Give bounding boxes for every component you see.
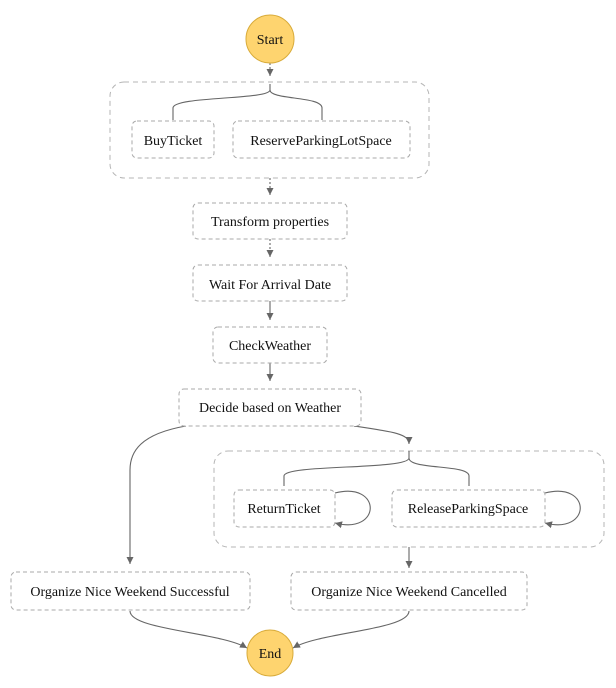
edge-fork-reserveparking [269, 89, 323, 120]
state-check-weather-label: CheckWeather [229, 339, 311, 354]
edge-decide-to-successful [126, 425, 187, 564]
edge-successful-to-end [129, 610, 248, 649]
state-return-ticket-box [233, 489, 336, 528]
end-label: End [259, 647, 282, 662]
state-weekend-successful[interactable]: Organize Nice Weekend Successful [10, 571, 251, 611]
state-decide-box [178, 388, 362, 427]
edge-fork-releaseparking [408, 457, 470, 486]
edges [126, 63, 581, 649]
state-transform-label: Transform properties [211, 215, 329, 230]
state-wait-box [192, 264, 348, 302]
state-weekend-cancelled[interactable]: Organize Nice Weekend Cancelled [290, 571, 528, 611]
state-return-ticket[interactable]: ReturnTicket [233, 489, 336, 528]
edge-fork-buyticket [172, 84, 271, 120]
state-decide-label: Decide based on Weather [199, 401, 341, 416]
state-buy-ticket-label: BuyTicket [144, 134, 203, 149]
state-check-weather[interactable]: CheckWeather [212, 326, 328, 364]
state-reserve-parking-box [232, 120, 411, 159]
state-successful-label: Organize Nice Weekend Successful [30, 585, 229, 600]
edge-releaseparking-retry-loop [544, 490, 581, 529]
state-reserve-parking[interactable]: ReserveParkingLotSpace [232, 120, 411, 159]
state-decide-weather[interactable]: Decide based on Weather [178, 388, 362, 427]
start-circle [245, 14, 295, 64]
state-cancelled-label: Organize Nice Weekend Cancelled [311, 585, 506, 600]
edge-fork-returnticket [283, 451, 410, 486]
start-node[interactable]: Start [245, 14, 295, 64]
edge-decide-to-group [353, 425, 413, 445]
state-transform-properties[interactable]: Transform properties [192, 202, 348, 240]
state-check-weather-box [212, 326, 328, 364]
state-buy-ticket-box [131, 120, 215, 159]
state-transform-box [192, 202, 348, 240]
state-cancelled-box [290, 571, 528, 611]
state-successful-box [10, 571, 251, 611]
state-wait-arrival[interactable]: Wait For Arrival Date [192, 264, 348, 302]
edge-returnticket-retry-loop [334, 490, 371, 529]
start-label: Start [257, 33, 284, 48]
state-buy-ticket[interactable]: BuyTicket [131, 120, 215, 159]
state-reserve-parking-label: ReserveParkingLotSpace [250, 134, 392, 149]
end-node[interactable]: End [246, 629, 294, 677]
state-wait-label: Wait For Arrival Date [209, 278, 331, 293]
state-return-ticket-label: ReturnTicket [247, 502, 320, 517]
state-release-parking-label: ReleaseParkingSpace [408, 502, 529, 517]
edge-cancelled-to-end [292, 610, 410, 649]
end-circle [246, 629, 294, 677]
state-release-parking-box [391, 489, 546, 528]
state-release-parking[interactable]: ReleaseParkingSpace [391, 489, 546, 528]
